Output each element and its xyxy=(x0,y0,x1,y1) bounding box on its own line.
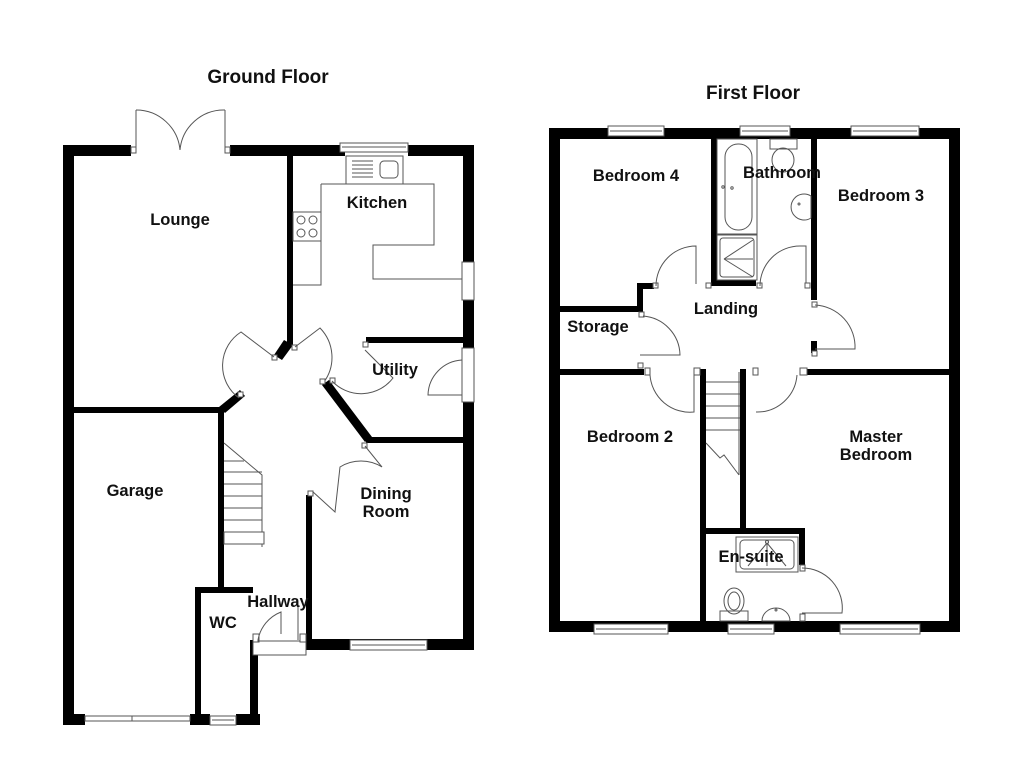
window xyxy=(461,261,475,301)
wall xyxy=(700,369,706,621)
first-floor: First Floor xyxy=(549,83,960,635)
wall xyxy=(560,306,643,312)
wall xyxy=(322,380,372,442)
stairs xyxy=(705,372,740,476)
room-label-lounge: Lounge xyxy=(150,211,210,229)
windows xyxy=(593,125,921,635)
wall xyxy=(463,145,474,262)
wall xyxy=(218,410,224,590)
french-doors xyxy=(130,109,231,154)
room-label-kitchen: Kitchen xyxy=(347,194,408,212)
wall xyxy=(700,528,805,534)
wall xyxy=(195,587,253,593)
room-label-hallway: Hallway xyxy=(247,593,309,611)
wall xyxy=(236,714,260,725)
room-label-master-bedroom-line1: Master xyxy=(849,428,903,446)
room-label-dining-room-line2: Room xyxy=(363,503,410,521)
wall xyxy=(740,369,746,529)
room-label-dining-room-line1: Dining xyxy=(360,485,411,503)
room-label-master-bedroom-line2: Bedroom xyxy=(840,446,912,464)
hall-doors xyxy=(222,327,394,514)
room-label-storage: Storage xyxy=(567,318,628,336)
wall xyxy=(711,139,717,285)
bathtub xyxy=(716,138,758,235)
ensuite-door xyxy=(799,564,843,622)
wall xyxy=(811,139,817,300)
wall xyxy=(711,280,756,286)
wall xyxy=(250,640,258,725)
wall xyxy=(195,587,201,725)
wall xyxy=(560,369,644,375)
toilet xyxy=(769,138,798,173)
shower xyxy=(716,234,758,281)
wall xyxy=(637,283,654,289)
wall xyxy=(463,402,474,650)
room-label-landing: Landing xyxy=(694,300,758,318)
room-label-utility: Utility xyxy=(372,361,419,379)
kitchen-window xyxy=(339,142,409,153)
wall xyxy=(287,150,293,345)
ensuite-basin xyxy=(761,607,791,622)
stairs xyxy=(223,442,265,547)
ensuite-shower xyxy=(735,536,799,573)
room-label-en-suite: En-suite xyxy=(718,548,783,566)
utility-door xyxy=(427,347,475,403)
ground-floor-title: Ground Floor xyxy=(207,67,329,88)
wall xyxy=(366,337,466,343)
wall xyxy=(63,145,131,156)
room-label-wc: WC xyxy=(209,614,237,632)
wall xyxy=(74,407,222,413)
basin xyxy=(790,193,812,221)
windows xyxy=(84,639,428,726)
wall xyxy=(63,714,85,725)
wall xyxy=(799,528,805,565)
room-label-bedroom-4: Bedroom 4 xyxy=(593,167,680,185)
wall xyxy=(549,128,560,632)
kitchen-worktop xyxy=(292,183,467,286)
ensuite-toilet xyxy=(719,587,749,622)
wall xyxy=(408,145,474,156)
room-label-bathroom: Bathroom xyxy=(743,164,821,182)
landing-doors xyxy=(637,245,856,413)
wall xyxy=(637,283,643,311)
first-floor-title: First Floor xyxy=(706,83,801,104)
front-door xyxy=(252,607,307,656)
wall xyxy=(949,128,960,632)
wall xyxy=(807,369,949,375)
wall xyxy=(274,340,293,360)
wall xyxy=(811,341,817,353)
wall xyxy=(63,145,74,725)
kitchen-sink xyxy=(345,155,404,185)
ground-floor: Ground Floor xyxy=(63,67,475,726)
room-label-bedroom-2: Bedroom 2 xyxy=(587,428,673,446)
room-label-garage: Garage xyxy=(107,482,164,500)
wall xyxy=(306,495,312,650)
wall xyxy=(366,437,466,443)
wall xyxy=(463,300,474,348)
room-label-bedroom-3: Bedroom 3 xyxy=(838,187,924,205)
